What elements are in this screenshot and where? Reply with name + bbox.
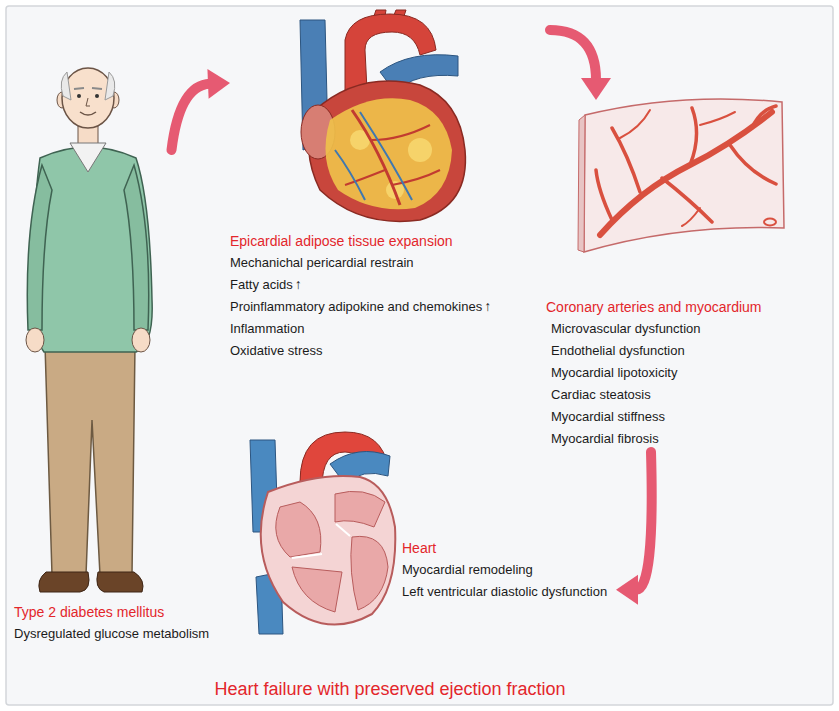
arrow-shaft <box>550 30 596 80</box>
list-item: Mechanichal pericardial restrain <box>230 252 414 274</box>
arrow-head <box>616 575 638 605</box>
patient-figure-part <box>62 68 114 128</box>
arrow-shaft <box>172 84 211 150</box>
list-item: Dysregulated glucose metabolism <box>14 623 209 645</box>
patient-figure-part <box>70 143 106 172</box>
coronary-vessel-illustration-part <box>764 219 776 226</box>
coronary-vessel-illustration-part <box>620 110 735 226</box>
arrow-head <box>581 78 611 100</box>
arrow-head <box>207 69 230 99</box>
list-item: Oxidative stress <box>230 340 322 362</box>
list-item: Fatty acids <box>230 274 293 296</box>
text-group: HeartMyocardial remodelingLeft ventricul… <box>402 537 614 603</box>
patient-figure-part <box>74 88 102 89</box>
section-heading: Type 2 diabetes mellitus <box>14 601 164 623</box>
heart-section-illustration-part <box>335 491 385 527</box>
coronary-vessel-illustration <box>578 99 784 252</box>
coronary-vessel-illustration-part <box>600 112 772 235</box>
epicardial-heart-illustration-part <box>309 81 466 221</box>
section-heading: Heart <box>402 537 436 559</box>
flow-arrow <box>550 30 611 100</box>
list-item: Cardiac steatosis <box>551 384 651 406</box>
coronary-vessel-illustration-part <box>596 106 776 222</box>
list-item: Myocardial stiffness <box>551 406 665 428</box>
patient-figure-part <box>95 94 99 98</box>
flow-arrow <box>616 452 652 605</box>
list-item: Microvascular dysfunction <box>551 318 701 340</box>
patient-figure-part <box>45 345 135 575</box>
list-item: Myocardial remodeling <box>402 559 533 581</box>
increase-arrow-label: ↑ <box>295 273 302 295</box>
epicardial-heart-illustration-part <box>335 112 412 200</box>
heart-section-illustration-part <box>261 476 396 625</box>
arrow-shaft <box>636 452 652 590</box>
heart-section-illustration-part <box>351 536 388 610</box>
patient-figure-part <box>77 94 81 98</box>
increase-arrow-label: ↑ <box>484 295 491 317</box>
coronary-vessel-illustration-part <box>584 99 784 252</box>
patient-figure-part <box>105 72 115 100</box>
patient-figure-part <box>61 72 71 100</box>
heart-section-illustration <box>250 432 395 634</box>
list-item: Endothelial dysfunction <box>551 340 685 362</box>
patient-figure-part <box>124 165 149 330</box>
epicardial-heart-illustration-part <box>326 98 453 209</box>
text-group: Type 2 diabetes mellitusDysregulated glu… <box>14 150 239 645</box>
epicardial-heart-illustration <box>300 10 465 221</box>
patient-figure-part <box>97 572 143 592</box>
patient-figure-part <box>39 572 89 592</box>
patient-figure-part <box>26 328 44 352</box>
diagram-title: Heart failure with preserved ejection fr… <box>90 677 690 701</box>
list-item: Myocardial lipotoxicity <box>551 362 677 384</box>
patient-figure-part <box>132 328 150 352</box>
patient-figure-part <box>80 112 96 115</box>
coronary-vessel-illustration-part <box>578 115 585 252</box>
epicardial-heart-illustration-part <box>345 125 440 185</box>
list-item: Myocardial fibrosis <box>551 428 659 450</box>
heart-section-illustration-part <box>276 502 321 557</box>
patient-figure-part <box>31 147 152 352</box>
patient-figure <box>26 68 152 592</box>
section-heading: Coronary arteries and myocardium <box>546 296 762 318</box>
list-item: Proinflammatory adipokine and chemokines <box>230 296 482 318</box>
list-item: Left ventricular diastolic dysfunction <box>402 581 607 603</box>
panel-frame <box>6 6 833 705</box>
patient-figure-part <box>27 165 52 330</box>
epicardial-heart-illustration-part <box>408 138 432 162</box>
patient-figure-part <box>86 98 90 106</box>
text-group: Coronary arteries and myocardiumMicrovas… <box>546 100 826 450</box>
heart-section-illustration-part <box>292 524 350 558</box>
flow-arrow <box>172 69 231 150</box>
list-item: Inflammation <box>230 318 304 340</box>
section-heading: Epicardial adipose tissue expansion <box>230 230 453 252</box>
heart-section-illustration-part <box>292 567 342 612</box>
text-group: Epicardial adipose tissue expansionMecha… <box>230 8 550 362</box>
